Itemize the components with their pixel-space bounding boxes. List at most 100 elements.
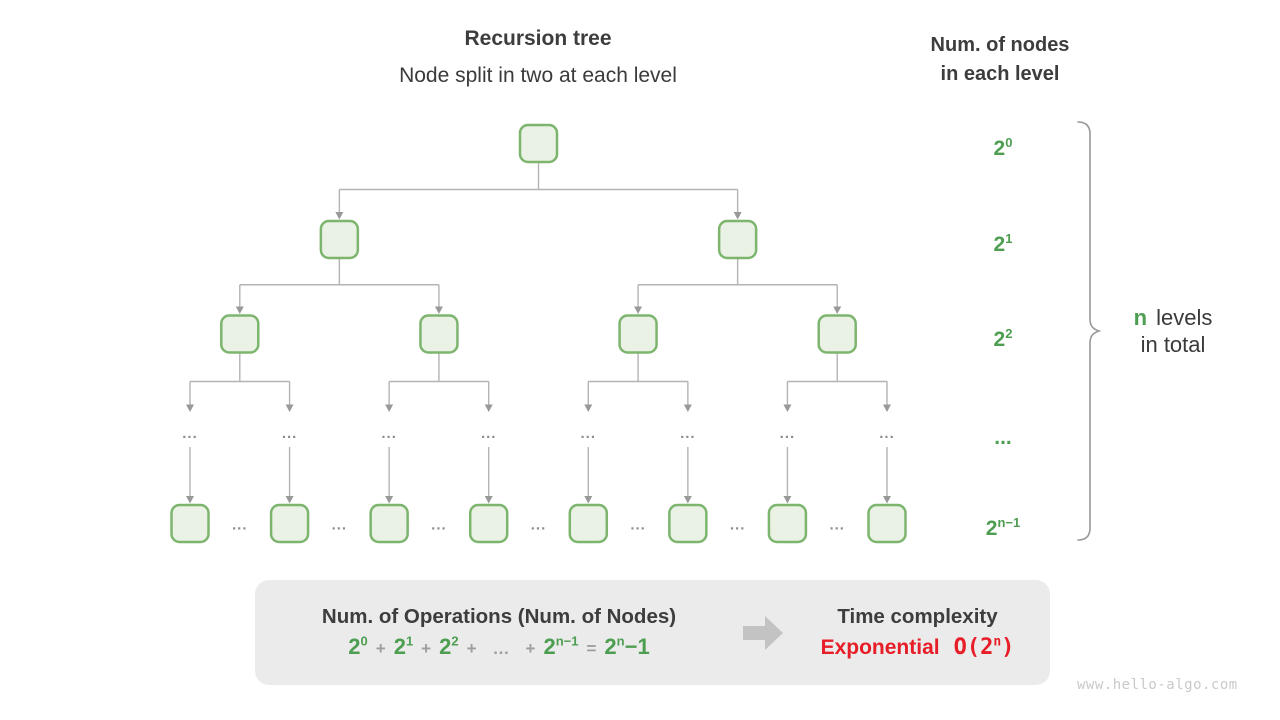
big-o-prefix: O(2: [953, 634, 994, 660]
tree-node: [817, 314, 857, 354]
tree-ellipsis: ...: [431, 517, 447, 534]
level-count-base: 2: [993, 328, 1006, 351]
tree-node: [668, 503, 708, 544]
nodes-per-level-header: Num. of nodes in each level: [898, 31, 1102, 89]
tree-ellipsis: ...: [630, 517, 646, 534]
tree-ellipsis: ...: [282, 425, 298, 442]
nodes-per-level-header-line2: in each level: [940, 63, 1060, 85]
level-count-base: 2: [993, 233, 1006, 256]
tree-arrowhead: [883, 404, 891, 412]
diagram-subtitle: Node split in two at each level: [399, 64, 677, 87]
tree-arrowhead: [385, 496, 394, 504]
tree-arrowhead: [285, 496, 294, 504]
level-count-exponent: 1: [1005, 231, 1013, 246]
formula-term: 2n−1: [604, 633, 650, 660]
tree-arrowhead: [783, 404, 792, 412]
level-count-base: 2: [993, 137, 1006, 160]
tree-arrowhead: [186, 404, 194, 412]
tree-ellipsis: ...: [730, 517, 746, 534]
levels-total-line2: in total: [1140, 332, 1206, 357]
tree-node: [220, 314, 260, 354]
tree-node: [618, 314, 658, 354]
tree-arrowhead: [434, 306, 443, 314]
tree-ellipsis: ...: [332, 517, 348, 534]
level-count-base: ...: [994, 426, 1012, 449]
time-complexity-section: Time complexity Exponential O(2n): [785, 580, 1050, 685]
formula-operator: +: [375, 639, 386, 659]
level-count-base: 2: [985, 517, 998, 540]
levels-brace: [1077, 121, 1102, 541]
tree-node: [369, 503, 409, 544]
tree-arrowhead: [833, 306, 842, 314]
tree-ellipsis: ...: [182, 425, 198, 442]
level-count-label-1: 21: [956, 224, 1050, 256]
tree-ellipsis: ...: [531, 517, 547, 534]
tree-node: [568, 503, 609, 544]
tree-node: [269, 503, 310, 544]
tree-arrowhead: [883, 496, 891, 504]
tree-ellipsis: ...: [381, 425, 397, 442]
formula-operator: +: [466, 639, 477, 659]
right-arrow-icon: [743, 615, 783, 650]
level-count-label-2: 22: [956, 319, 1050, 351]
tree-arrowhead: [733, 212, 742, 220]
level-count-label-ellipsis: ...: [956, 417, 1050, 449]
operations-title: Num. of Operations (Num. of Nodes): [321, 604, 677, 628]
tree-arrowhead: [584, 496, 593, 504]
big-o-suffix: ): [1001, 634, 1015, 660]
tree-arrowhead: [285, 404, 294, 412]
level-count-exponent: 2: [1005, 326, 1013, 341]
levels-word: levels: [1156, 305, 1213, 330]
time-complexity-result: Exponential O(2n): [821, 634, 1015, 659]
tree-node: [767, 503, 808, 544]
tree-node: [468, 503, 509, 544]
tree-ellipsis: ...: [780, 425, 796, 442]
tree-ellipsis: ...: [879, 425, 895, 442]
tree-arrowhead: [484, 496, 493, 504]
tree-arrowhead: [634, 306, 643, 314]
formula-operator: +: [421, 639, 432, 659]
tree-node: [867, 503, 907, 544]
tree-arrowhead: [783, 496, 792, 504]
tree-ellipsis: ...: [232, 517, 248, 534]
implies-arrow: [741, 580, 785, 685]
tree-arrowhead: [235, 306, 244, 314]
diagram-title: Recursion tree: [464, 27, 612, 50]
tree-arrowhead: [683, 496, 692, 504]
tree-arrowhead: [385, 404, 394, 412]
n-variable: n: [1133, 305, 1148, 330]
tree-node: [717, 219, 758, 260]
operations-formula: 20+21+22+…+2n−1=2n−1: [348, 634, 649, 660]
level-count-label-0: 20: [956, 128, 1050, 160]
level-count-exponent: n−1: [997, 515, 1021, 530]
tree-arrowhead: [335, 212, 344, 220]
tree-node: [518, 123, 559, 164]
formula-term: 21: [393, 633, 414, 660]
tree-node: [419, 314, 459, 354]
operations-section: Num. of Operations (Num. of Nodes) 20 +21…: [255, 580, 743, 685]
formula-operator: …: [492, 639, 510, 659]
tree-arrowhead: [186, 496, 194, 504]
nodes-per-level-header-line1: Num. of nodes: [930, 34, 1070, 56]
big-o-notation: O(2n): [953, 634, 1015, 660]
site-watermark: www.hello-algo.com: [1077, 677, 1238, 693]
complexity-summary-box: Num. of Operations (Num. of Nodes) 20 +21…: [255, 580, 1050, 685]
time-complexity-title: Time complexity: [837, 605, 998, 629]
complexity-class-label: Exponential: [820, 635, 940, 659]
level-count-label-last: 2n−1: [956, 508, 1050, 540]
formula-operator: =: [586, 639, 597, 659]
level-count-exponent: 0: [1005, 135, 1013, 150]
tree-ellipsis: ...: [581, 425, 597, 442]
big-o-exponent: n: [993, 634, 1002, 650]
tree-ellipsis: ...: [680, 425, 696, 442]
tree-arrowhead: [584, 404, 593, 412]
formula-operator: +: [525, 639, 536, 659]
formula-term: 22: [439, 633, 459, 660]
tree-arrowhead: [683, 404, 692, 412]
formula-term: 20: [348, 633, 368, 660]
tree-node: [319, 219, 360, 260]
